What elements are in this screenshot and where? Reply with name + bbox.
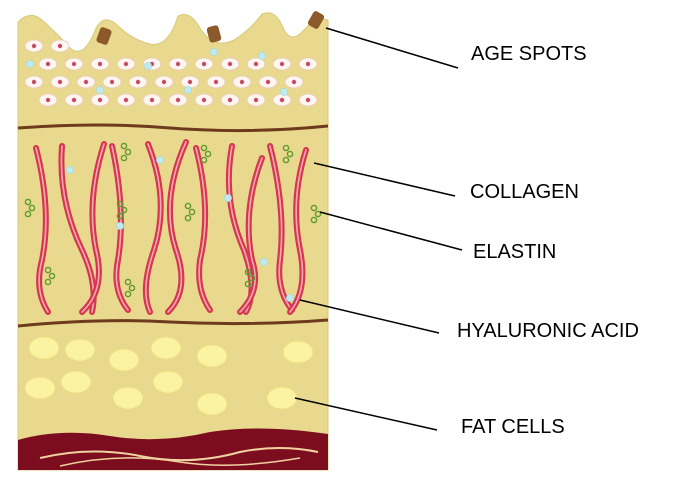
hyaluronic-acid-molecule	[258, 52, 265, 59]
cell-nucleus	[72, 62, 76, 66]
cell-nucleus	[306, 62, 310, 66]
fat-cell	[267, 387, 297, 409]
hyaluronic-acid-molecule	[210, 48, 217, 55]
cell-nucleus	[176, 62, 180, 66]
fat-cell	[61, 371, 91, 393]
hyaluronic-acid-label: HYALURONIC ACID	[457, 320, 639, 342]
elastin-leader	[320, 212, 462, 250]
cell-nucleus	[124, 98, 128, 102]
fat-cell	[25, 377, 55, 399]
elastin-label: ELASTIN	[473, 241, 556, 263]
cell-nucleus	[292, 80, 296, 84]
skin-cross-section	[18, 10, 328, 470]
cell-nucleus	[254, 98, 258, 102]
cell-nucleus	[124, 62, 128, 66]
fat-cell	[113, 387, 143, 409]
cell-nucleus	[32, 44, 36, 48]
cell-nucleus	[202, 62, 206, 66]
hyaluronic-acid-molecule	[224, 194, 231, 201]
cell-nucleus	[228, 98, 232, 102]
age-spots-leader	[326, 28, 458, 68]
cell-nucleus	[46, 62, 50, 66]
cell-nucleus	[214, 80, 218, 84]
cell-nucleus	[136, 80, 140, 84]
cell-nucleus	[202, 98, 206, 102]
fat-cell	[283, 341, 313, 363]
labels: AGE SPOTS COLLAGEN ELASTIN HYALURONIC AC…	[457, 43, 639, 438]
collagen-label: COLLAGEN	[470, 181, 579, 203]
hyaluronic-acid-molecule	[116, 222, 123, 229]
hyaluronic-acid-molecule	[280, 88, 287, 95]
cell-nucleus	[32, 80, 36, 84]
cell-nucleus	[240, 80, 244, 84]
cell-nucleus	[46, 98, 50, 102]
fat-cell	[197, 393, 227, 415]
cell-nucleus	[176, 98, 180, 102]
fat-cell	[29, 337, 59, 359]
cell-nucleus	[306, 98, 310, 102]
hyaluronic-acid-molecule	[260, 258, 267, 265]
hyaluronic-acid-molecule	[144, 62, 151, 69]
cell-nucleus	[98, 98, 102, 102]
cell-nucleus	[188, 80, 192, 84]
fat-cell	[65, 339, 95, 361]
hyaluronic-acid-molecule	[96, 86, 103, 93]
collagen-leader	[314, 163, 455, 196]
hyaluronic-acid-molecule	[286, 294, 293, 301]
cell-nucleus	[280, 98, 284, 102]
cell-nucleus	[98, 62, 102, 66]
cell-nucleus	[150, 98, 154, 102]
cell-nucleus	[72, 98, 76, 102]
cell-nucleus	[58, 80, 62, 84]
cell-nucleus	[58, 44, 62, 48]
cell-nucleus	[228, 62, 232, 66]
fat-cells-label: FAT CELLS	[461, 416, 565, 438]
hyaluronic-acid-molecule	[184, 86, 191, 93]
cell-nucleus	[266, 80, 270, 84]
age-spots-label: AGE SPOTS	[471, 43, 587, 65]
hyaluronic-acid-molecule	[26, 60, 33, 67]
cell-nucleus	[110, 80, 114, 84]
hyaluronic-acid-molecule	[156, 156, 163, 163]
cell-nucleus	[280, 62, 284, 66]
fat-cell	[151, 337, 181, 359]
cell-nucleus	[84, 80, 88, 84]
fat-cell	[109, 349, 139, 371]
fat-cell	[153, 371, 183, 393]
cell-nucleus	[254, 62, 258, 66]
hyaluronic-acid-molecule	[66, 166, 73, 173]
fat-cell	[197, 345, 227, 367]
cell-nucleus	[162, 80, 166, 84]
